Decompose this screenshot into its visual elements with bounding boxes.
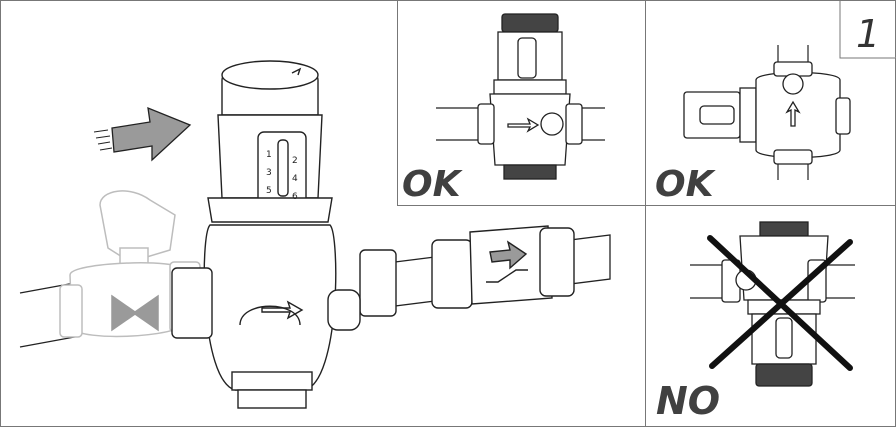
pressure-scale: 1 3 5 2 4 6 — [266, 150, 298, 202]
scale-mark-3: 3 — [266, 168, 272, 178]
pressure-reducing-valve — [171, 60, 397, 409]
panel-no-inverted: NO — [656, 221, 855, 423]
scale-mark-5: 5 — [266, 186, 272, 196]
scale-mark-1: 1 — [266, 150, 272, 160]
label-ok-horizontal: OK — [655, 164, 717, 205]
panel-ok-vertical: OK — [402, 13, 605, 205]
scale-mark-6: 6 — [292, 192, 298, 202]
scale-mark-2: 2 — [292, 156, 298, 166]
cross-mark-icon — [707, 235, 853, 371]
flow-direction-arrow — [93, 106, 192, 162]
panel-ok-horizontal: OK — [655, 45, 851, 205]
valve-ok-vertical — [477, 13, 583, 180]
main-installation-view: 1 3 5 2 4 6 — [19, 60, 611, 409]
figure-number: 1 — [856, 12, 880, 56]
label-ok-vertical: OK — [402, 164, 464, 205]
check-valve — [431, 225, 575, 309]
label-no-inverted: NO — [656, 379, 720, 423]
figure-number-box: 1 — [839, 1, 896, 59]
scale-mark-4: 4 — [292, 174, 298, 184]
valve-inverted — [721, 221, 829, 387]
valve-ok-horizontal — [683, 61, 851, 165]
